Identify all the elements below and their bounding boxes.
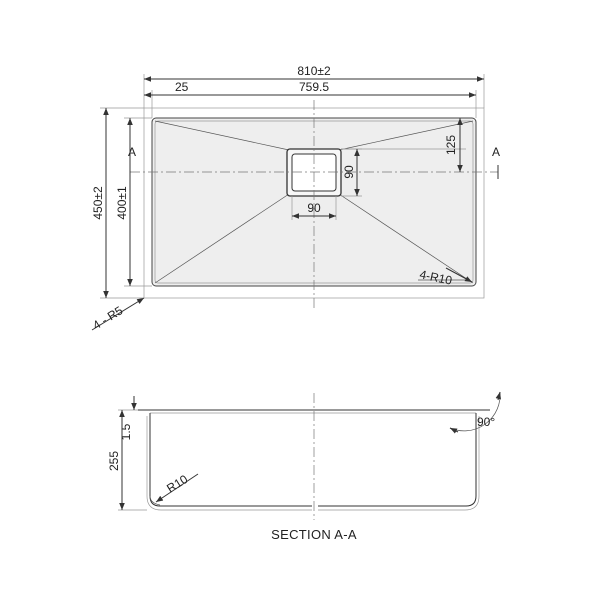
corner-radius-inner-label: 4-R10 [418,267,453,288]
leader-bottom-radius [155,473,199,503]
bowl-width-label: 400±1 [115,186,129,220]
section-right-wall-outer [318,416,480,511]
overall-length-label: 810±2 [297,64,331,78]
corner-radius-outer-label: 4 - R5 [90,303,125,332]
fold-line [154,120,290,151]
fold-line [338,120,474,151]
angle-arrow [449,427,459,434]
overall-width-label: 450±2 [91,186,105,220]
fold-line [154,193,290,284]
angle-arrow [495,391,502,401]
section-left-wall [149,413,312,507]
section-left-wall-outer [146,416,312,511]
section-right-wall [318,413,477,507]
fold-line [338,193,474,284]
bottom-radius-label: R10 [164,472,190,496]
plan-view: A A 810±2 25 759.5 450±2 400±1 4 - R5 12… [90,64,500,333]
drain-offset-label: 125 [444,135,458,155]
drain-height-label: 90 [342,165,356,179]
depth-label: 255 [107,451,121,471]
drain-width-label: 90 [307,201,321,215]
leader-corner-radius [91,297,145,331]
flange-width-label: 25 [175,80,189,94]
leader-inner-radius [445,267,473,283]
bowl-length-label: 759.5 [299,80,329,94]
section-bottom-lip [149,495,161,506]
angle-arc [449,391,501,432]
wall-angle-label: 90° [477,415,495,429]
section-mark-left: A [128,145,136,159]
thickness-label: 1.5 [119,423,133,440]
section-title: SECTION A-A [271,527,357,542]
section-mark-right: A [492,145,500,159]
section-view: 1.5 255 R10 90° SECTION A-A [107,391,502,542]
